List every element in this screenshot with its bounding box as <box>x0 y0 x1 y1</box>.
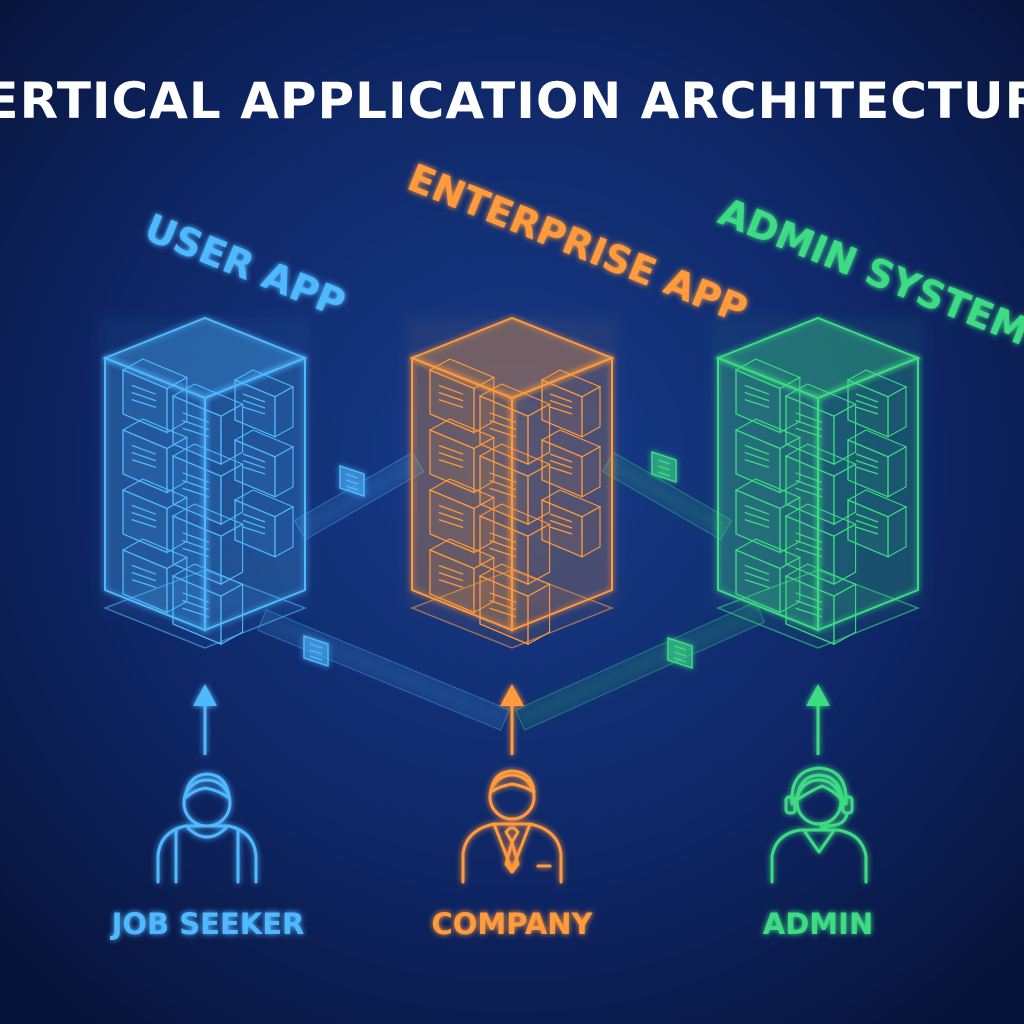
arrow-company-to-enterprise-app <box>500 684 524 755</box>
data-packet-icon <box>651 450 677 484</box>
beam-admin-to-company <box>514 601 766 731</box>
arrow-admin-to-admin-system <box>806 684 830 755</box>
beam-user-to-company <box>257 609 510 731</box>
role-arrows <box>193 684 830 755</box>
headset-person-icon <box>770 766 868 884</box>
data-packet-icon <box>339 464 365 498</box>
role-label-job-seeker: JOB SEEKER <box>110 907 305 941</box>
data-packet-icon <box>303 634 329 668</box>
module-cube-stack <box>428 358 602 646</box>
role-label-company: COMPANY <box>431 907 593 941</box>
app-towers <box>99 316 924 649</box>
tower-enterprise-app <box>406 316 618 649</box>
businessman-person-icon <box>461 769 563 884</box>
connector-beams <box>257 450 766 731</box>
job-seeker-person-icon <box>156 772 258 884</box>
data-packet-icon <box>667 636 693 670</box>
tower-admin-system <box>712 316 924 649</box>
module-cube-stack <box>121 358 295 646</box>
arrow-job-seeker-to-user-app <box>193 684 217 755</box>
role-label-admin: ADMIN <box>763 907 873 941</box>
tower-user-app <box>99 316 311 649</box>
module-cube-stack <box>734 358 908 646</box>
diagram-title: VERTICAL APPLICATION ARCHITECTURE <box>0 72 1024 130</box>
